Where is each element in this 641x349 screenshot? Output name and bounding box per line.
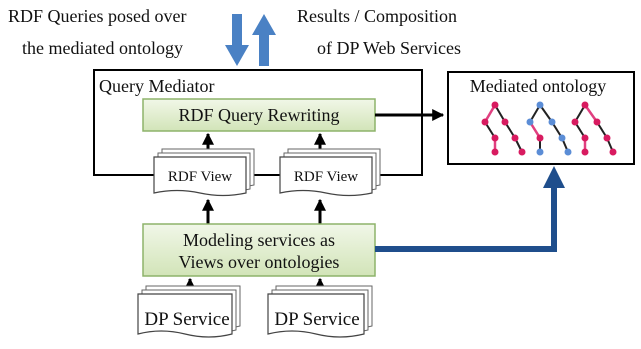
mediated-ontology-title: Mediated ontology (470, 76, 606, 96)
rdf-query-rewriting-box (142, 98, 376, 132)
ontology-tree-middle (526, 101, 572, 156)
dp-service-1: DP Service (137, 285, 241, 338)
results-label-line1: Results / Composition (297, 6, 457, 26)
rdf-view-2-label: RDF View (294, 169, 358, 185)
dp-service-2: DP Service (267, 285, 373, 338)
modeling-services-line1: Modeling services as (183, 230, 335, 250)
modeling-to-ontology-arrowhead (543, 166, 565, 188)
ontology-tree-left (481, 101, 526, 156)
results-up-arrow (252, 14, 276, 66)
queries-label-line2: the mediated ontology (22, 38, 183, 58)
rdf-query-rewriting-label: RDF Query Rewriting (179, 105, 340, 125)
results-label-line2: of DP Web Services (317, 38, 461, 58)
rdf-view-2: RDF View (279, 148, 381, 197)
modeling-services-line2: Views over ontologies (179, 252, 340, 272)
query-down-arrow (225, 14, 249, 66)
rdf-view-1: RDF View (153, 148, 255, 197)
dp-service-2-label: DP Service (274, 309, 359, 330)
ontology-tree-right (571, 101, 617, 156)
rdf-view-1-label: RDF View (168, 169, 232, 185)
query-mediator-title: Query Mediator (99, 76, 214, 96)
queries-label-line1: RDF Queries posed over (8, 6, 186, 26)
dp-service-1-label: DP Service (144, 309, 229, 330)
modeling-to-ontology-connector (375, 186, 557, 252)
